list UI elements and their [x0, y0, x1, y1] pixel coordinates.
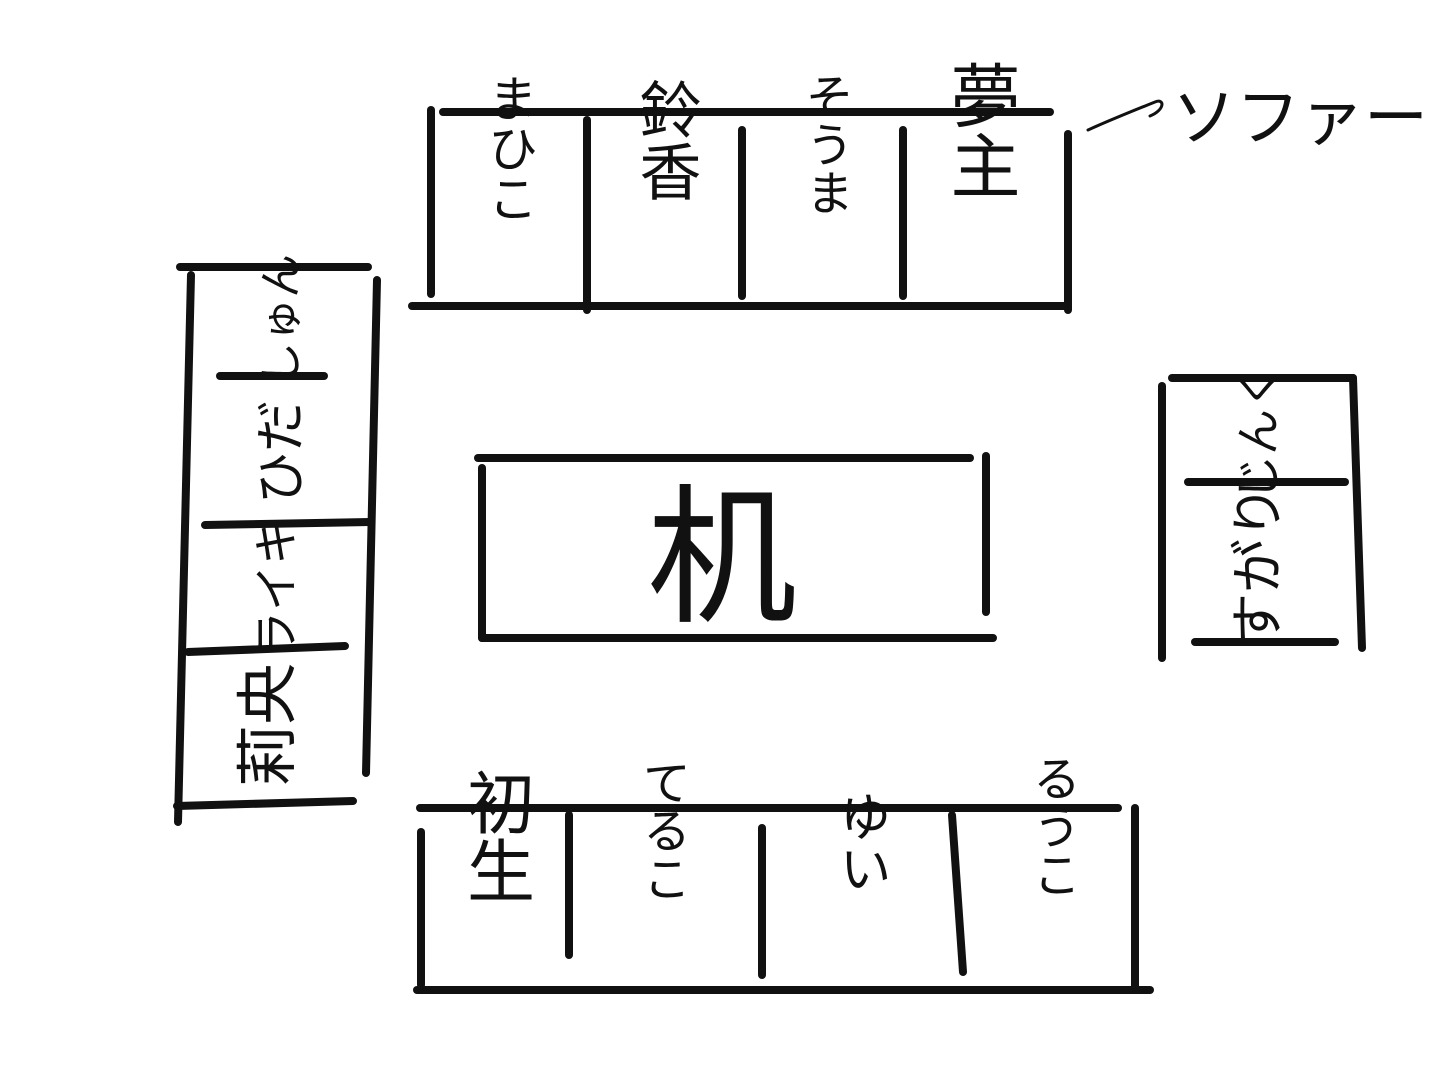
desk-label: 机: [647, 472, 797, 646]
seat-label-right-1: じんく: [1232, 363, 1286, 501]
seat-label-left-4: 莉央: [231, 663, 304, 787]
seat-label-left-3: ライキ: [250, 519, 304, 657]
left-column-divider: [184, 642, 349, 656]
left-column-inner-wall: [362, 276, 381, 777]
left-seat-group: しゅん ひだ ライキ 莉央: [173, 254, 381, 826]
seat-label-bottom-1: 初生: [455, 768, 534, 904]
seat-label-left-1: しゅん: [256, 254, 307, 386]
seat-label-bottom-4: るうこ: [1024, 754, 1080, 898]
top-seat-group: まひこ 鈴香 そうま 夢主: [408, 60, 1072, 314]
desk: 机: [474, 452, 997, 646]
seat-label-top-2: 鈴香: [629, 78, 702, 202]
right-seat-group: じんく すがり: [1158, 363, 1366, 662]
seat-label-top-1: まひこ: [480, 73, 538, 223]
left-column-bottom-line: [173, 797, 357, 810]
seat-label-top-4: 夢主: [939, 60, 1021, 200]
bottom-seat-group: 初生 てるこ ゆい るうこ: [413, 754, 1154, 994]
seat-label-left-2: ひだ: [252, 400, 312, 504]
sofa-label: ソファー: [1172, 82, 1428, 156]
bottom-row-divider: [948, 811, 967, 976]
seat-label-bottom-2: てるこ: [634, 758, 690, 902]
left-column-outer-wall: [174, 271, 195, 826]
sofa-annotation: ソファー: [1086, 82, 1428, 156]
seat-label-bottom-3: ゆい: [830, 790, 890, 894]
left-column-divider: [201, 518, 374, 529]
seat-label-right-2: すがり: [1227, 485, 1290, 647]
seat-label-top-3: そうま: [797, 72, 853, 216]
right-column-inner-wall: [1349, 374, 1366, 652]
sofa-pointer-arrow: [1086, 99, 1164, 132]
